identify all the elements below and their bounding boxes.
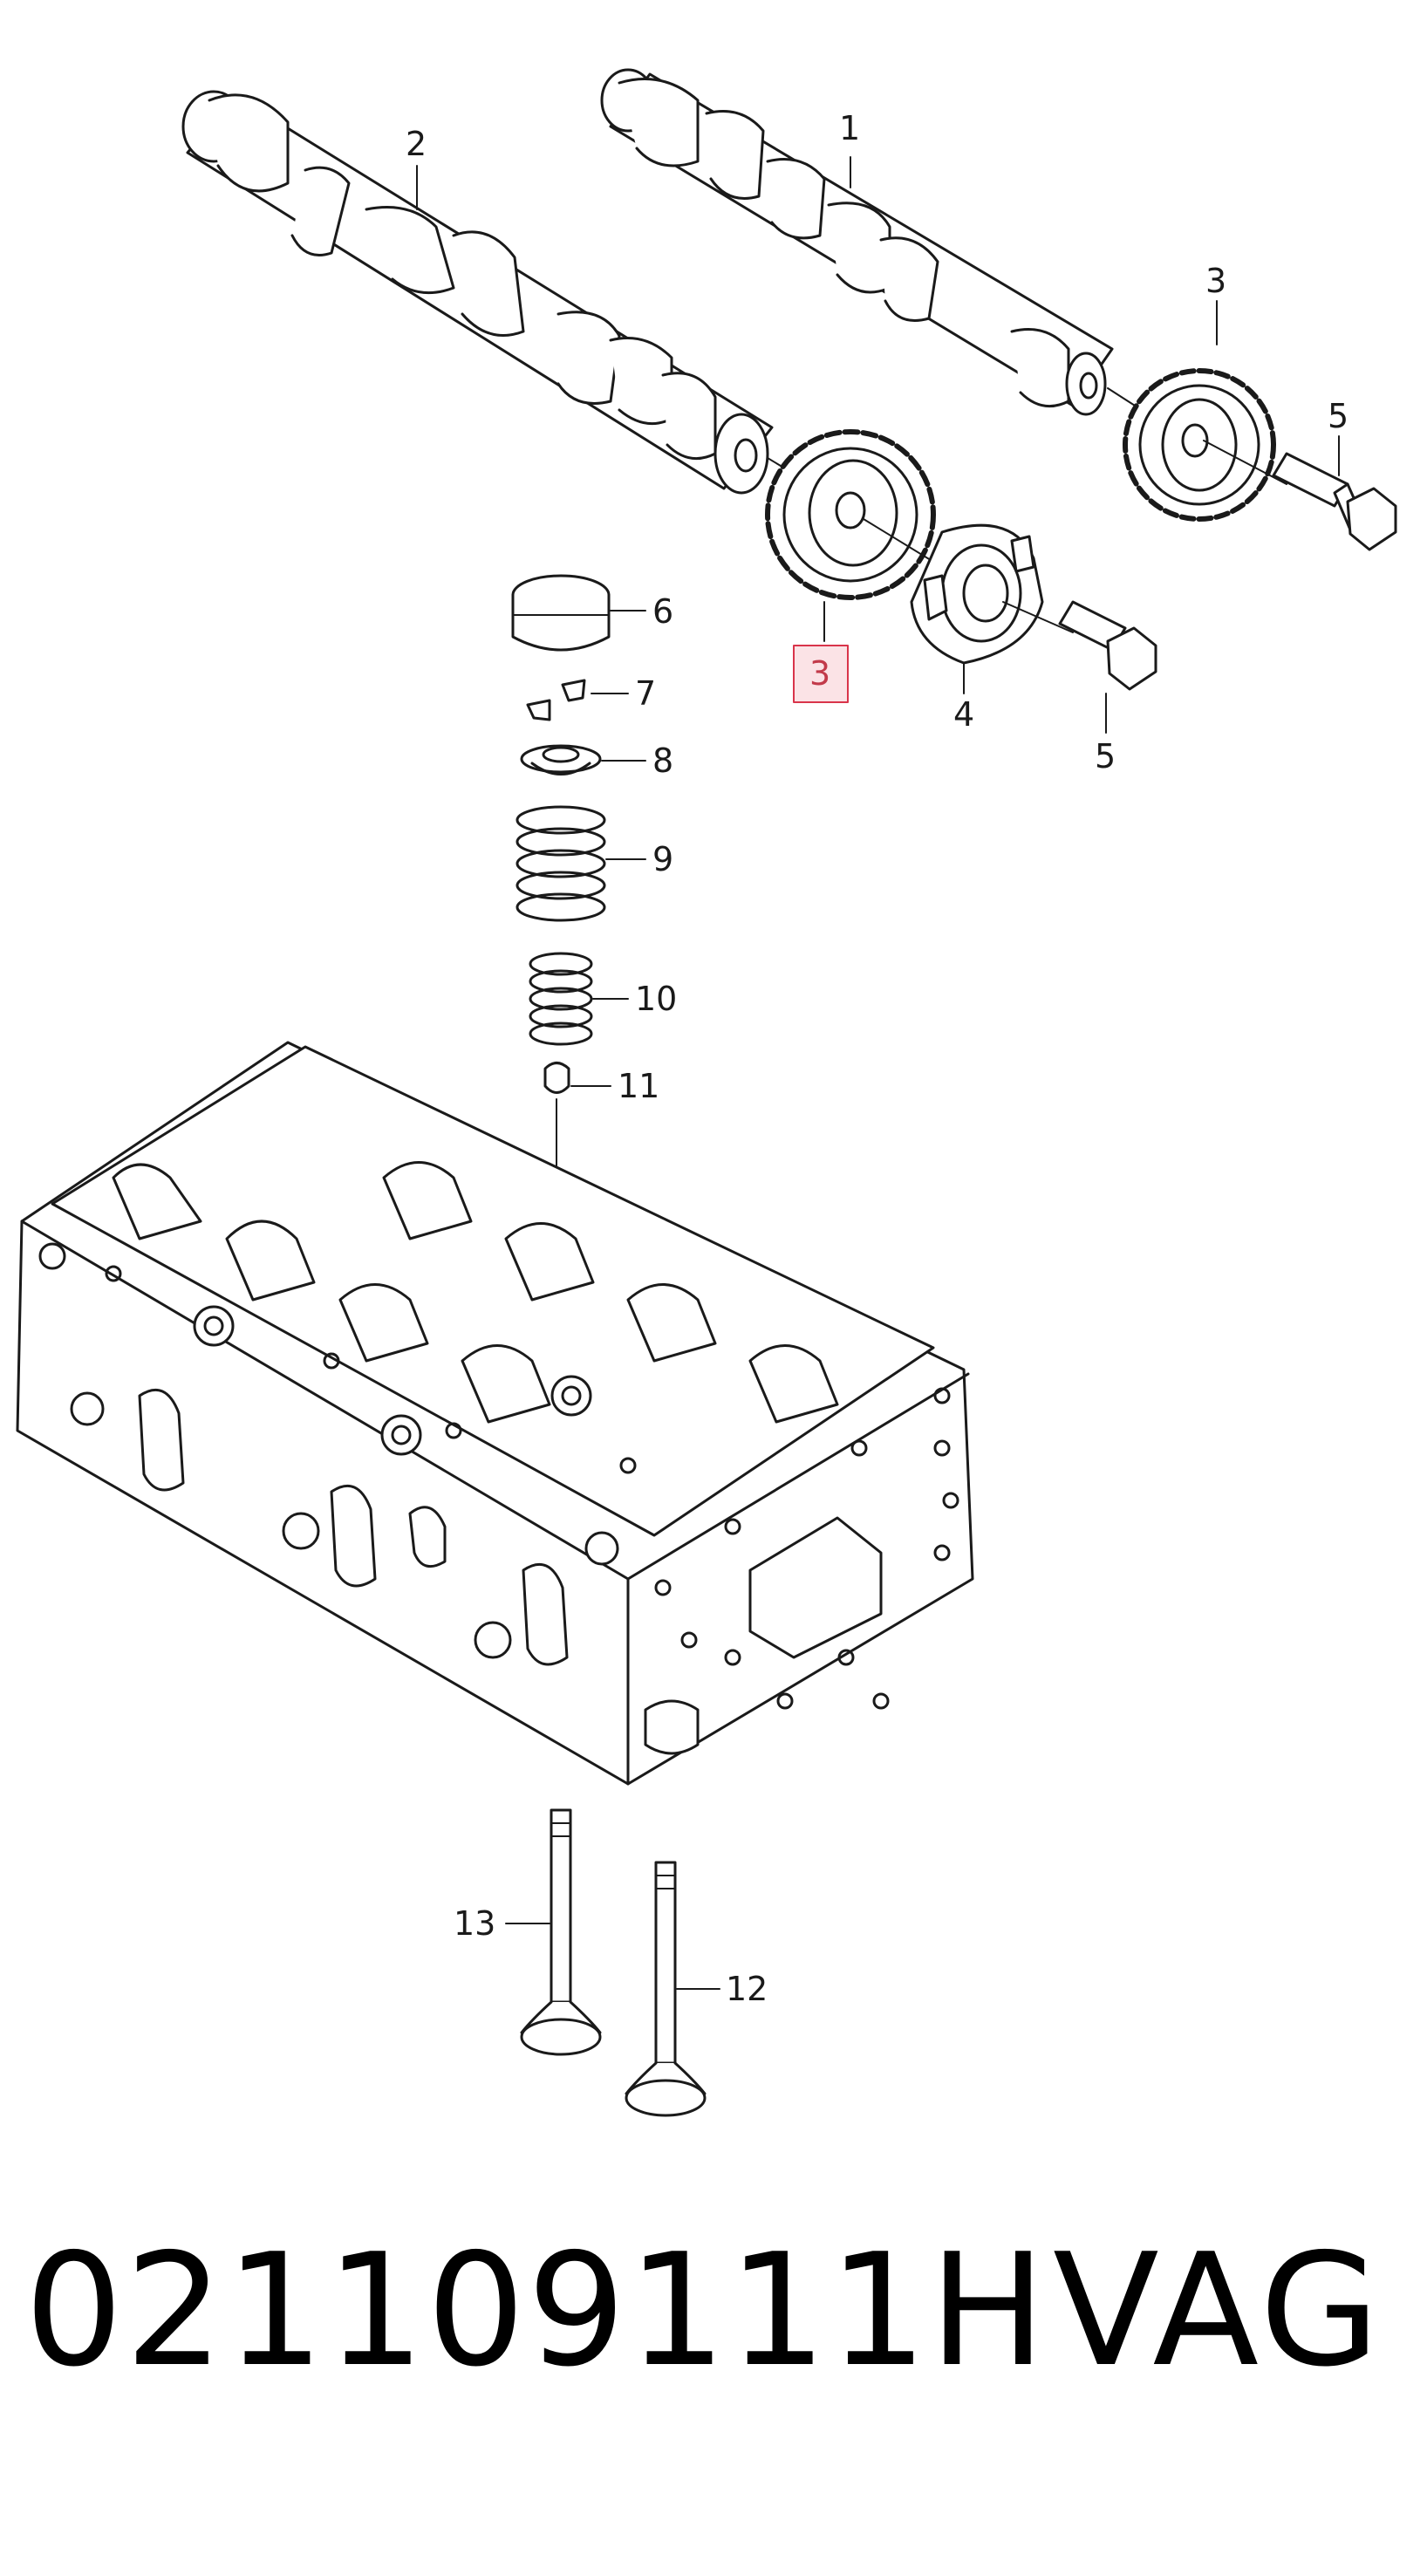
hub-4 [910, 523, 1074, 665]
callout-9: 9 [652, 840, 673, 878]
cylinder-head [16, 1041, 974, 1786]
callout-1: 1 [839, 109, 860, 147]
inner-spring-10 [529, 952, 593, 1046]
camshaft-2 [181, 90, 812, 495]
bolt-5-bottom [1058, 600, 1157, 691]
callout-3-highlight: 3 [809, 654, 830, 693]
callout-2: 2 [406, 125, 427, 163]
highlight-box [793, 645, 849, 703]
callout-12: 12 [726, 1970, 768, 2008]
callout-7: 7 [635, 674, 656, 713]
intake-valve-12 [625, 1861, 707, 2117]
cotter-7 [526, 679, 586, 721]
tappet-6 [511, 574, 611, 652]
callout-11: 11 [618, 1067, 659, 1105]
callout-leaders [416, 156, 1340, 1990]
part-number: 021109111H [24, 2220, 1048, 2401]
callout-8: 8 [652, 741, 673, 780]
camshaft-1 [600, 68, 1170, 428]
callout-3-top: 3 [1205, 262, 1226, 300]
callout-5-top: 5 [1328, 397, 1348, 435]
callout-4: 4 [953, 695, 974, 734]
callout-5-bottom: 5 [1095, 737, 1116, 776]
sprocket-3-right [1123, 368, 1287, 522]
brand-name: VAG [1053, 2220, 1383, 2401]
bolt-5-top [1272, 452, 1397, 551]
spring-retainer-8 [520, 744, 602, 776]
callout-6: 6 [652, 592, 673, 631]
outer-spring-9 [515, 805, 606, 922]
callout-13: 13 [454, 1904, 495, 1943]
callout-10: 10 [635, 980, 677, 1018]
exhaust-valve-13 [520, 1808, 602, 2056]
sprocket-3-center [765, 429, 943, 600]
